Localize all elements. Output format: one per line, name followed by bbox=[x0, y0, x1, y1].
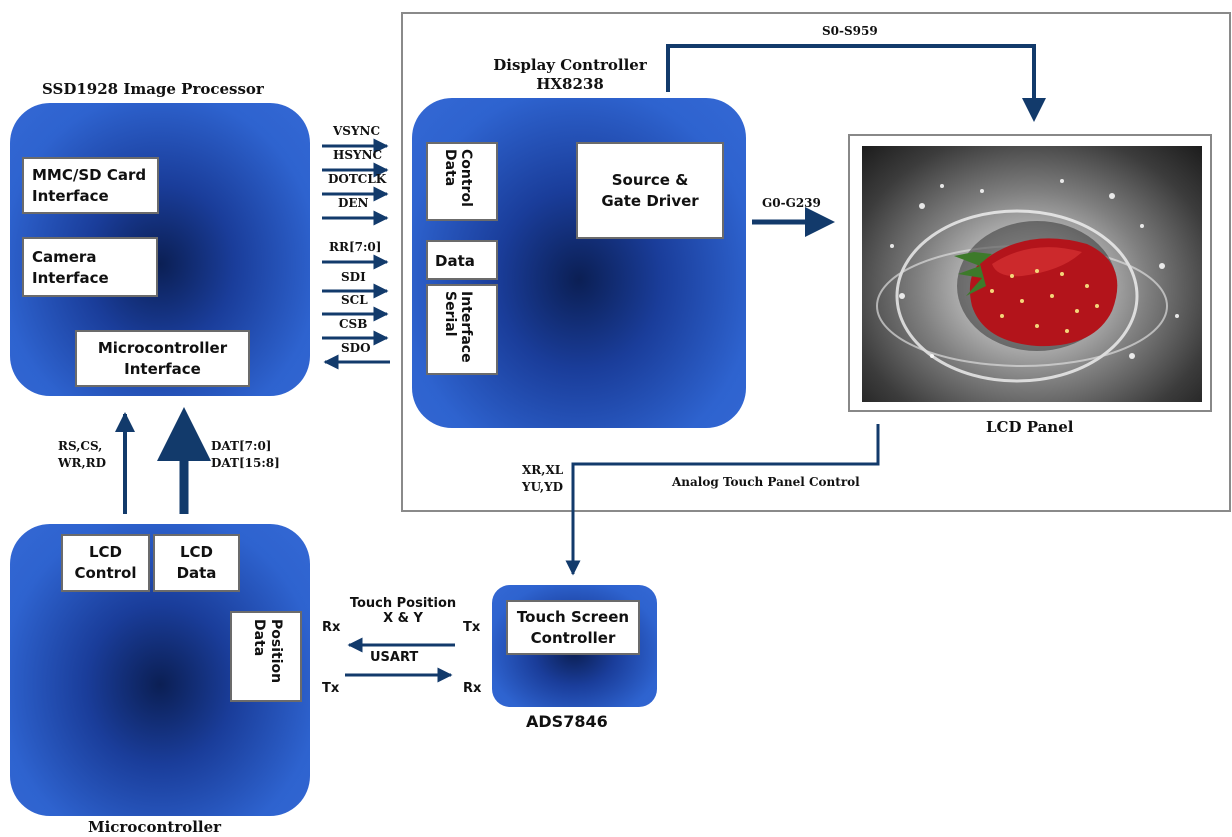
rx-right-label: Rx bbox=[463, 681, 482, 696]
touch-lines-line1: XR,XL bbox=[522, 463, 564, 477]
ads7846-title: ADS7846 bbox=[526, 712, 608, 731]
serial-label-line2: Interface bbox=[458, 291, 474, 363]
position-data-line2: Data bbox=[251, 619, 267, 657]
touch-screen-controller-box: Touch Screen Controller bbox=[506, 600, 640, 655]
rx-left-label: Rx bbox=[322, 620, 341, 635]
den-label: DEN bbox=[338, 196, 369, 210]
vsync-label: VSYNC bbox=[333, 124, 381, 138]
sdi-label: SDI bbox=[341, 270, 366, 284]
usart-label: USART bbox=[370, 650, 419, 665]
source-lines-arrow bbox=[666, 44, 1046, 122]
tx-left-label: Tx bbox=[322, 681, 340, 696]
camera-label-line2: Interface bbox=[32, 269, 109, 287]
position-data-line1: Position bbox=[268, 619, 284, 684]
data-box-label: Data bbox=[435, 252, 475, 270]
display-region-frame bbox=[401, 12, 1231, 512]
dat-label-line2: DAT[15:8] bbox=[211, 456, 280, 470]
ctrl-bus-label: RS,CS, WR,RD bbox=[58, 438, 106, 472]
lcd-panel-label: LCD Panel bbox=[986, 418, 1074, 436]
touch-pos-line2: X & Y bbox=[383, 611, 423, 626]
lcd-control-line1: LCD bbox=[88, 543, 123, 561]
ctrl-label-line2: WR,RD bbox=[58, 456, 107, 470]
position-data-box: Position Data bbox=[230, 611, 302, 702]
dotclk-label: DOTCLK bbox=[328, 172, 387, 186]
mmc-label-line2: Interface bbox=[32, 187, 109, 205]
sdo-label: SDO bbox=[341, 341, 371, 355]
display-title-line1: Display Controller bbox=[493, 56, 647, 74]
camera-interface-box: Camera Interface bbox=[22, 237, 158, 297]
strawberry-splash-image bbox=[862, 146, 1202, 402]
csb-label: CSB bbox=[339, 317, 368, 331]
lcd-data-line2: Data bbox=[176, 564, 217, 582]
data-control-box: Data Control bbox=[426, 142, 498, 221]
touch-lines-label: XR,XL YU,YD bbox=[522, 462, 563, 496]
source-gate-driver-box: Source & Gate Driver bbox=[576, 142, 724, 239]
serial-label-line1: Serial bbox=[442, 291, 458, 337]
tx-right-label: Tx bbox=[463, 620, 481, 635]
camera-label-line1: Camera bbox=[32, 248, 97, 266]
data-bus-label: DAT[7:0] DAT[15:8] bbox=[211, 438, 280, 472]
touch-box-line2: Controller bbox=[530, 628, 616, 647]
data-control-label-line2: Control bbox=[458, 149, 474, 207]
data-box: Data bbox=[426, 240, 498, 280]
scl-label: SCL bbox=[341, 293, 368, 307]
dat-label-line1: DAT[7:0] bbox=[211, 439, 272, 453]
source-gate-line1: Source & bbox=[611, 170, 689, 189]
image-processor-title: SSD1928 Image Processor bbox=[42, 80, 264, 98]
mcu-if-label-line1: Microcontroller bbox=[97, 338, 228, 357]
analog-touch-label: Analog Touch Panel Control bbox=[672, 475, 860, 489]
touch-lines-line2: YU,YD bbox=[522, 480, 564, 494]
mmc-label-line1: MMC/SD Card bbox=[32, 166, 147, 184]
gate-lines-label: G0-G239 bbox=[762, 196, 821, 210]
display-title-line2: HX8238 bbox=[536, 75, 604, 93]
mcu-if-label-line2: Interface bbox=[124, 359, 201, 378]
rr-label: RR[7:0] bbox=[329, 240, 382, 254]
lcd-control-line2: Control bbox=[74, 564, 137, 582]
display-controller-title: Display Controller HX8238 bbox=[480, 56, 660, 94]
data-control-label-line1: Data bbox=[442, 149, 458, 187]
source-gate-line2: Gate Driver bbox=[601, 191, 699, 210]
touch-box-line1: Touch Screen bbox=[516, 607, 630, 626]
mmc-sd-interface-box: MMC/SD Card Interface bbox=[22, 157, 159, 214]
microcontroller-title: Microcontroller bbox=[88, 818, 222, 836]
lcd-data-box: LCD Data bbox=[153, 534, 240, 592]
hsync-label: HSYNC bbox=[333, 148, 383, 162]
touch-position-label: Touch Position X & Y bbox=[333, 596, 473, 626]
ctrl-label-line1: RS,CS, bbox=[58, 439, 103, 453]
serial-interface-box: Serial Interface bbox=[426, 284, 498, 375]
touch-pos-line1: Touch Position bbox=[349, 596, 457, 611]
source-lines-label: S0-S959 bbox=[822, 24, 878, 38]
lcd-data-line1: LCD bbox=[179, 543, 214, 561]
touch-panel-control-arrow bbox=[565, 424, 880, 576]
mcu-interface-box: Microcontroller Interface bbox=[75, 330, 250, 387]
lcd-control-box: LCD Control bbox=[61, 534, 150, 592]
